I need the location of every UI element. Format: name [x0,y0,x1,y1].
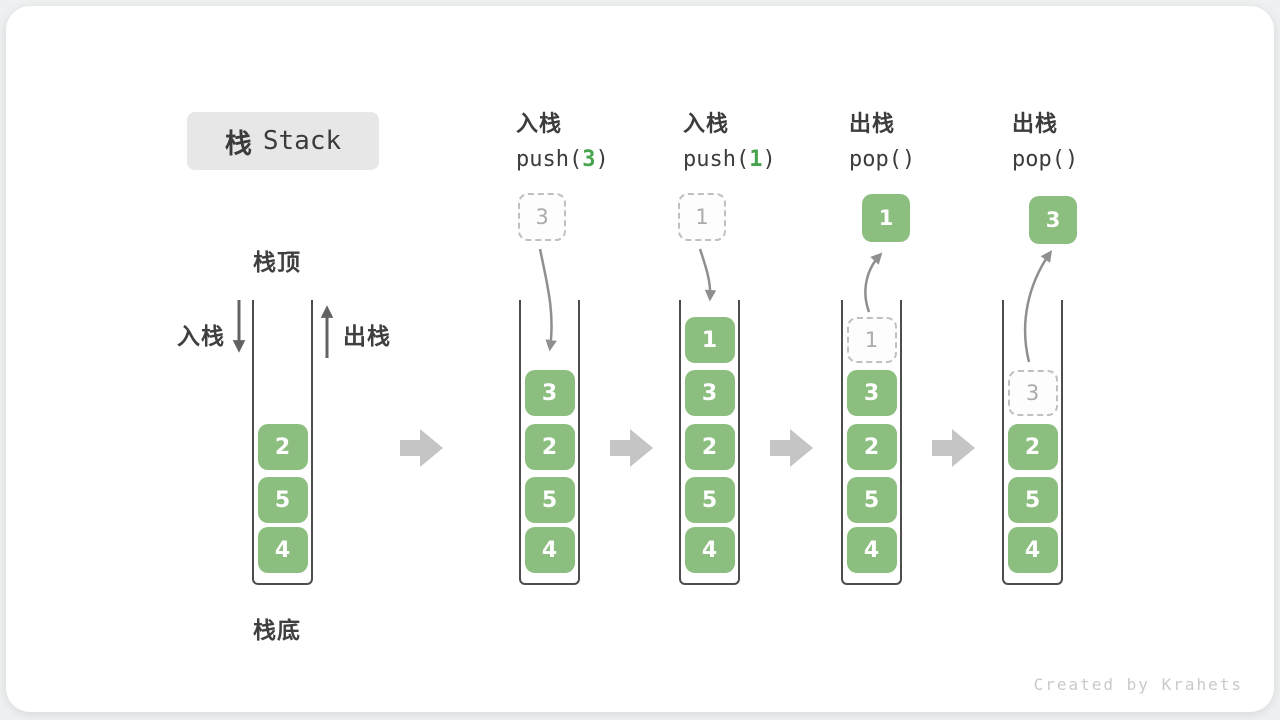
stack-item: 4 [257,527,308,573]
title-chinese: 栈 [224,128,252,160]
stack-item: 2 [846,424,897,470]
op-code-arg: 3 [582,147,596,172]
stack-item: 2 [524,424,575,470]
op-name: 出栈 [1012,112,1059,137]
stack-top-label: 栈顶 [253,250,301,276]
diagram-title: 栈 Stack [187,112,379,170]
incoming-element-box: 1 [678,193,726,241]
stack-item: 4 [1007,527,1058,573]
stack-bottom-label: 栈底 [253,618,301,644]
stack-item: 5 [684,477,735,523]
outgoing-element-box: 1 [862,194,910,242]
stack-item: 3 [524,370,575,416]
op-code: push(3) [516,147,609,172]
stack-item: 4 [684,527,735,573]
stack-item: 4 [846,527,897,573]
op-name: 入栈 [516,112,563,137]
op-code: pop() [1012,147,1079,172]
stack-item: 1 [684,317,735,363]
op-name: 入栈 [683,112,730,137]
stack-item: 5 [524,477,575,523]
credit-text: Created by Krahets [1033,675,1243,694]
stack-item: 3 [684,370,735,416]
title-english: Stack [262,126,342,156]
popped-item-ghost: 3 [1007,370,1058,416]
stack-item: 2 [257,424,308,470]
incoming-element-box: 3 [518,193,566,241]
op-caption-push-1: 入栈 push(1) [683,106,776,172]
stack-item: 4 [524,527,575,573]
outgoing-element-box: 3 [1029,196,1077,244]
stack-item: 5 [1007,477,1058,523]
op-code-arg: 1 [749,147,763,172]
op-caption-push-3: 入栈 push(3) [516,106,609,172]
stack-item: 2 [1007,424,1058,470]
stack-item: 2 [684,424,735,470]
op-caption-pop-2: 出栈 pop() [1012,106,1078,172]
op-name: 出栈 [849,112,896,137]
popped-item-ghost: 1 [846,317,897,363]
stack-item: 5 [846,477,897,523]
op-code: push(1) [683,147,776,172]
stack-item: 3 [846,370,897,416]
op-caption-pop-1: 出栈 pop() [849,106,915,172]
pop-side-label: 出栈 [343,324,391,350]
stack-item: 5 [257,477,308,523]
push-side-label: 入栈 [177,324,225,350]
op-code: pop() [849,147,916,172]
